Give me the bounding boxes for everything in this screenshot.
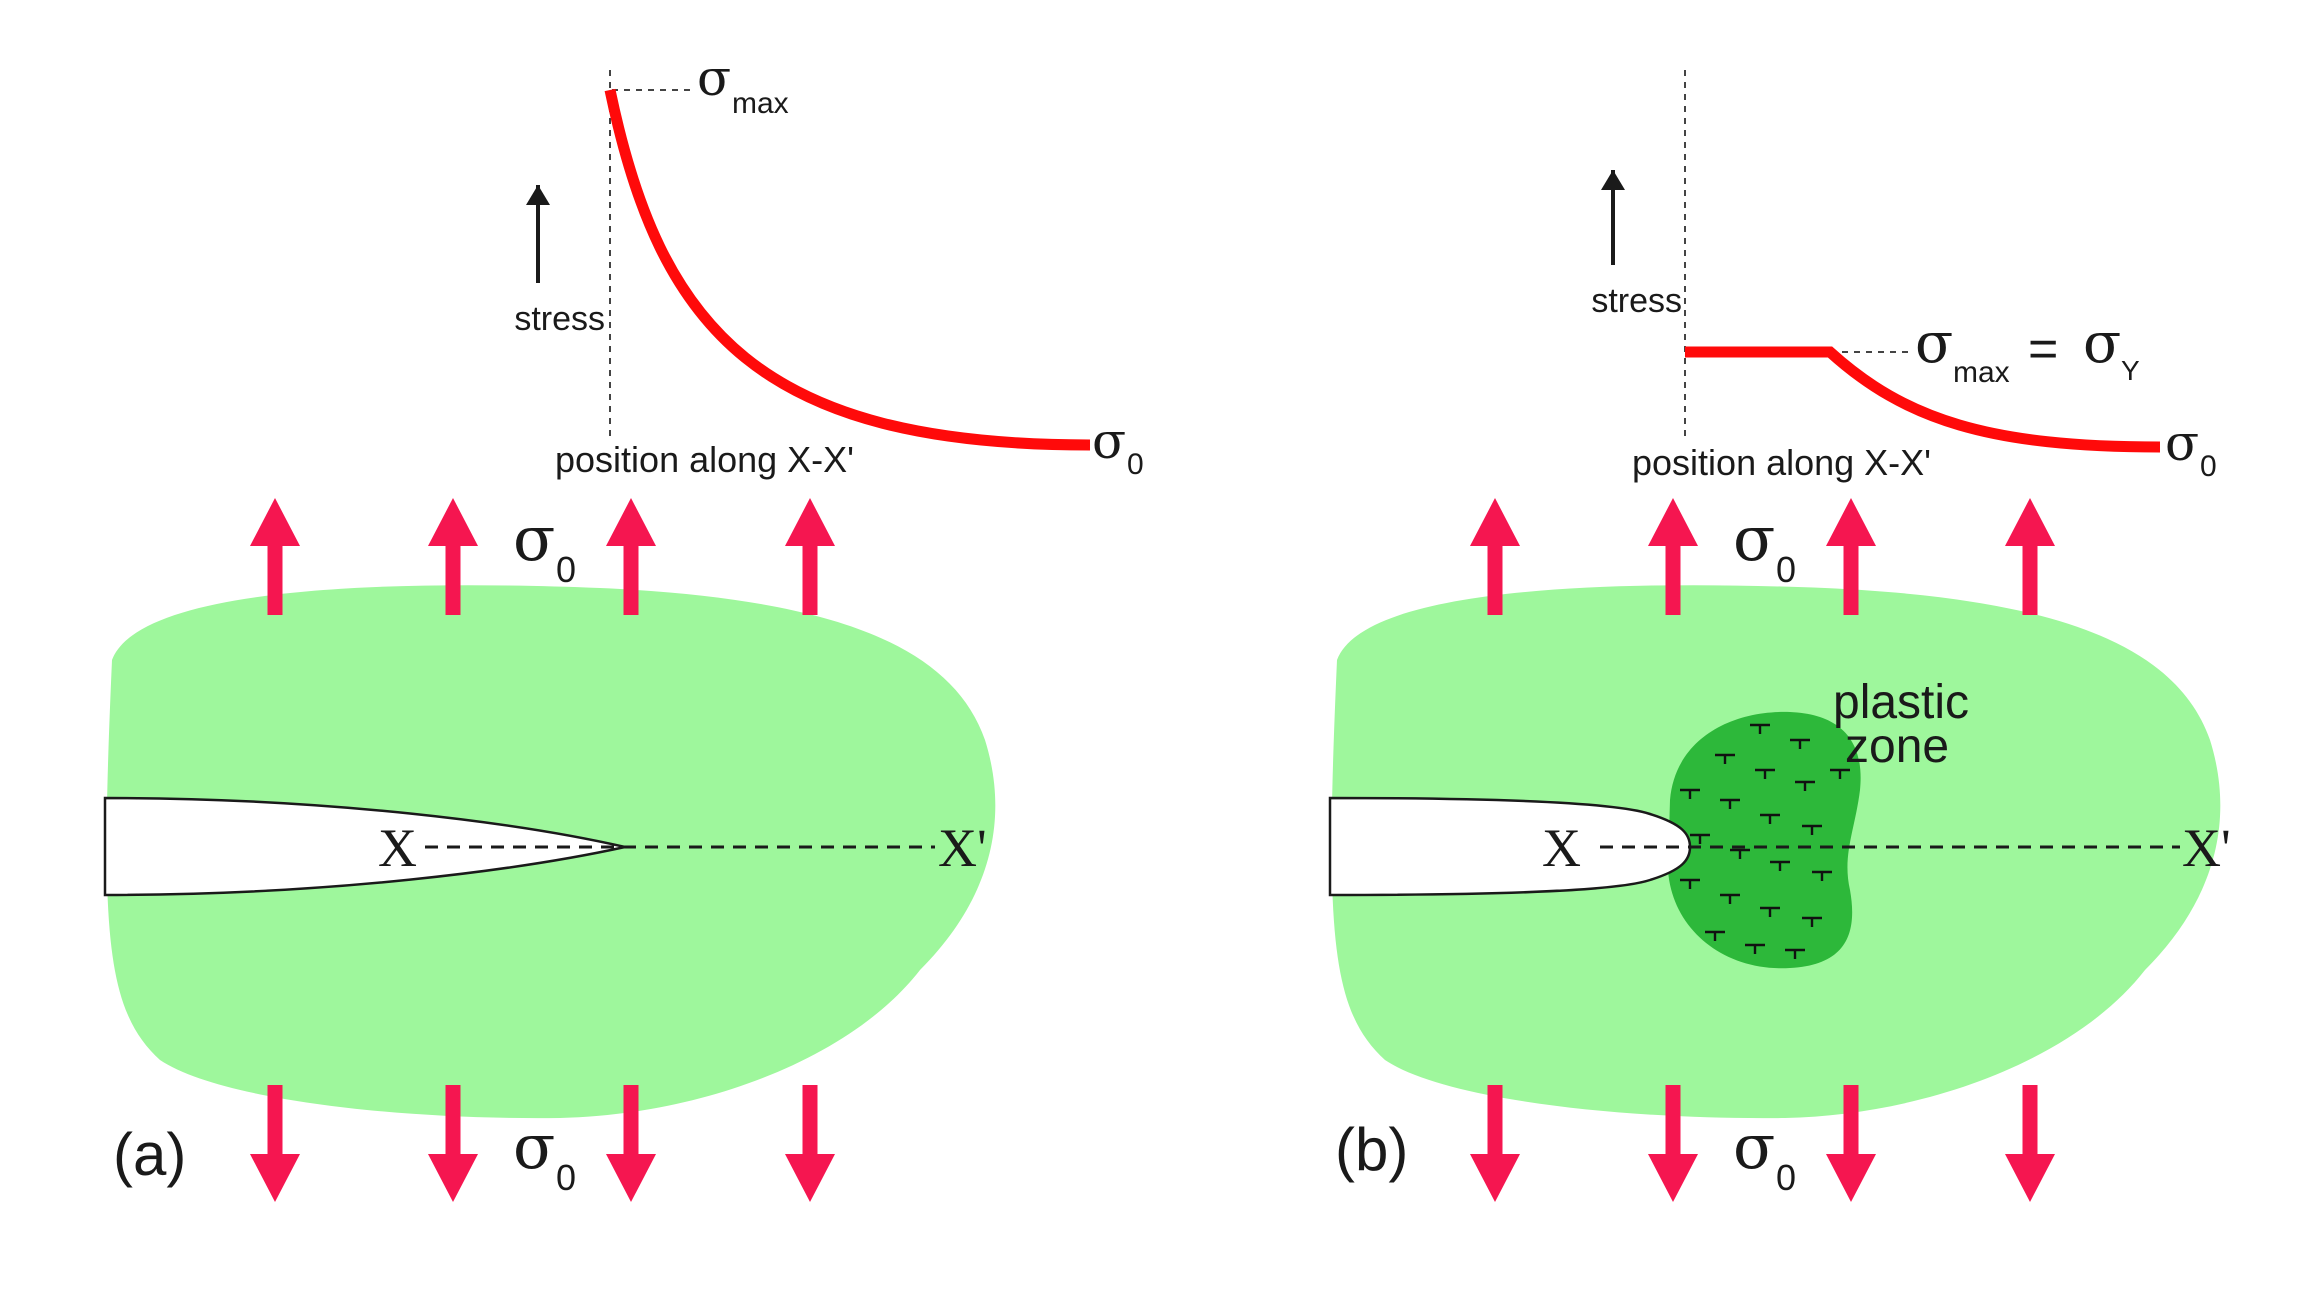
stress-up-arrow	[1601, 170, 1625, 265]
svg-text:σ: σ	[1915, 311, 1953, 376]
svg-text:σ: σ	[697, 49, 731, 107]
load-arrow-down	[2005, 1085, 2055, 1202]
svg-text:σ: σ	[513, 1110, 555, 1183]
svg-text:σ: σ	[2165, 414, 2199, 472]
stress-up-arrow	[526, 185, 550, 283]
point-x-prime: X'	[938, 818, 987, 878]
svg-text:max: max	[1953, 356, 2010, 389]
svg-text:σ: σ	[2083, 311, 2121, 376]
sigma-max-equals-sigma-y-label: σ max = σ Y	[1915, 311, 2140, 389]
svg-text:σ: σ	[1092, 412, 1126, 470]
load-label-bottom: σ 0	[1733, 1110, 1796, 1198]
stress-axis-label: stress	[514, 300, 605, 338]
stress-curve	[1685, 346, 2161, 453]
load-label-top: σ 0	[1733, 502, 1796, 590]
plastic-zone-label-line2: zone	[1845, 720, 1949, 773]
svg-text:σ: σ	[1733, 1110, 1775, 1183]
svg-text:σ: σ	[1733, 502, 1775, 575]
svg-text:0: 0	[556, 1157, 576, 1198]
svg-text:Y: Y	[2121, 355, 2140, 386]
load-arrow-down	[785, 1085, 835, 1202]
sigma-0-curve-label: σ 0	[2165, 414, 2217, 483]
sigma-0-curve-label: σ 0	[1092, 412, 1144, 481]
stress-axis-label: stress	[1591, 282, 1682, 320]
position-axis-label: position along X-X'	[555, 439, 854, 480]
panel-a: stress position along X-X' σ max σ 0 X X…	[103, 49, 1144, 1202]
svg-text:0: 0	[1776, 1157, 1796, 1198]
load-arrow-down	[250, 1085, 300, 1202]
stress-graph-b: stress position along X-X' σ max = σ Y σ…	[1591, 70, 2217, 483]
blunted-crack	[1328, 796, 1692, 897]
panel-b-caption: (b)	[1335, 1116, 1408, 1183]
load-arrow-up	[2005, 498, 2055, 615]
svg-text:σ: σ	[513, 502, 555, 575]
stress-curve	[604, 88, 1091, 451]
load-label-top: σ 0	[513, 502, 576, 590]
position-axis-label: position along X-X'	[1632, 442, 1931, 483]
svg-text:=: =	[2028, 320, 2058, 378]
svg-text:max: max	[732, 87, 789, 120]
panel-a-caption: (a)	[113, 1121, 186, 1188]
panel-b: stress position along X-X' σ max = σ Y σ…	[1328, 70, 2231, 1202]
point-x: X	[378, 818, 417, 878]
svg-text:0: 0	[1127, 448, 1144, 481]
stress-graph-a: stress position along X-X' σ max σ 0	[514, 49, 1143, 481]
plastic-zone-label-line1: plastic	[1833, 676, 1969, 729]
svg-text:0: 0	[556, 549, 576, 590]
load-arrow-up	[785, 498, 835, 615]
load-arrow-down	[1470, 1085, 1520, 1202]
svg-text:0: 0	[2200, 450, 2217, 483]
svg-text:0: 0	[1776, 549, 1796, 590]
sigma-max-label: σ max	[697, 49, 789, 120]
point-x-prime: X'	[2182, 818, 2231, 878]
point-x: X	[1542, 818, 1581, 878]
load-label-bottom: σ 0	[513, 1110, 576, 1198]
plastic-zone	[1668, 711, 1861, 969]
